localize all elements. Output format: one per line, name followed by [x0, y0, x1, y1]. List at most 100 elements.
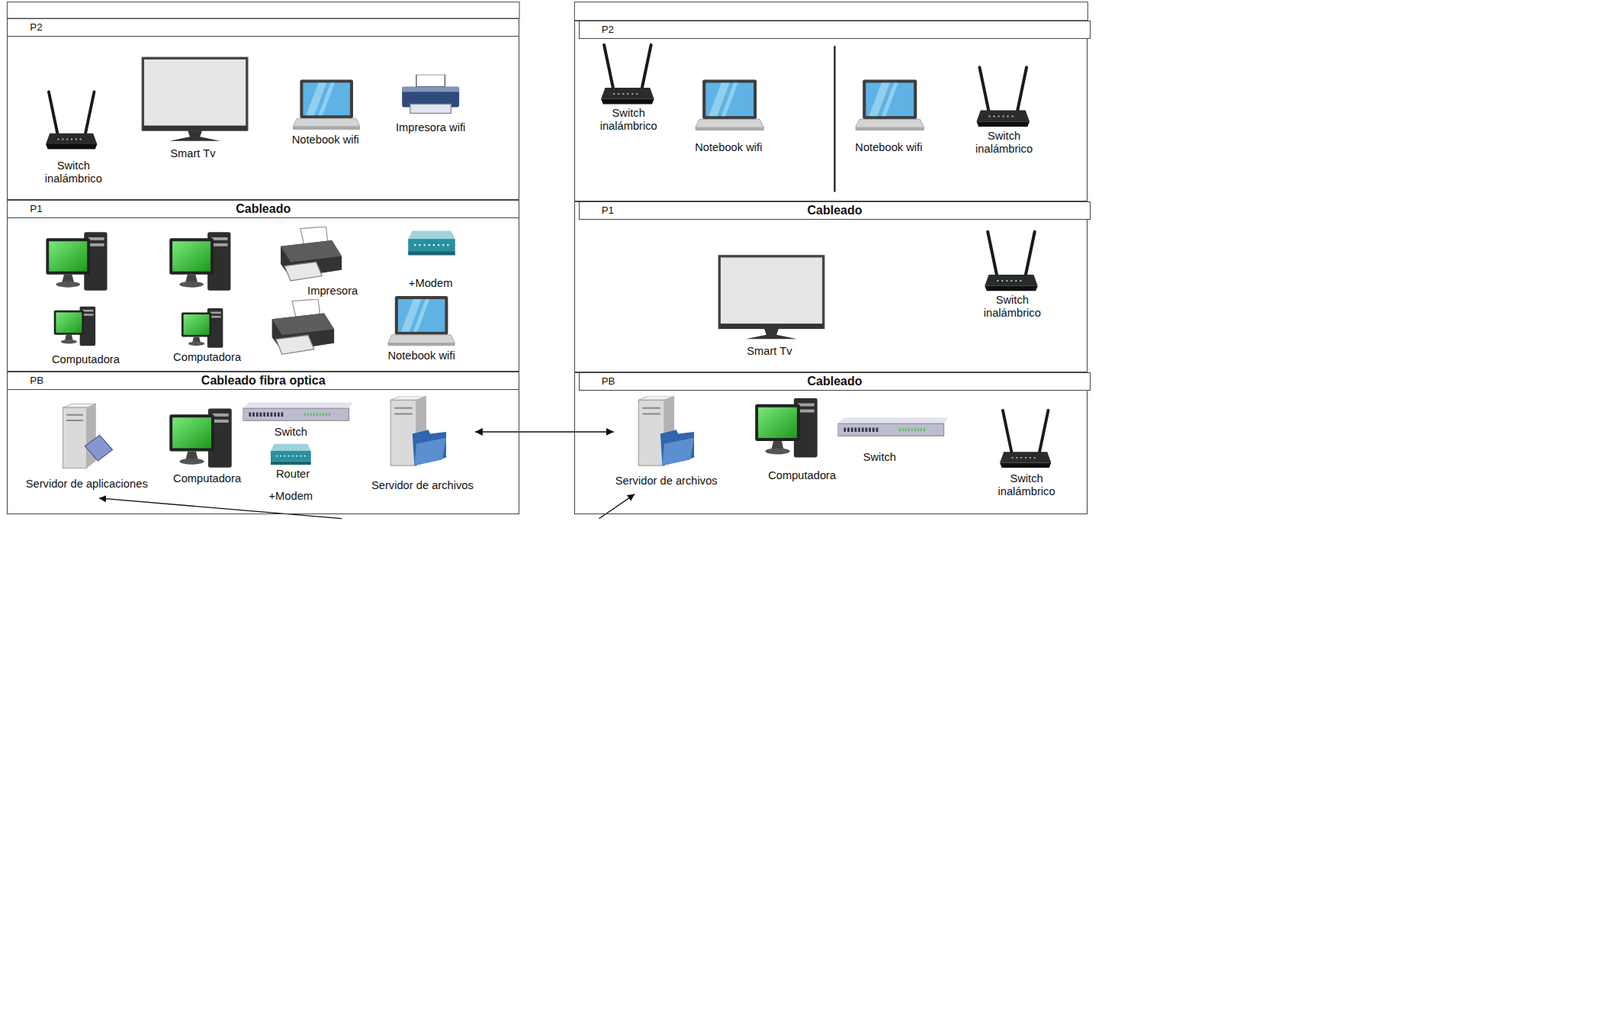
computer-icon	[45, 231, 107, 290]
device-label: Notebook wifi	[694, 141, 762, 155]
device: Switch	[240, 400, 355, 441]
floor-name: P1	[601, 202, 614, 219]
device: Notebook wifi	[693, 77, 766, 155]
device-label: Smart Tv	[746, 344, 792, 358]
laptop-icon	[855, 79, 925, 131]
computer-icon	[54, 305, 96, 346]
device: Impresora	[273, 224, 360, 299]
floor-header: P1Cableado	[6, 199, 520, 219]
switch-icon	[242, 401, 354, 421]
device-label: Router	[276, 467, 310, 481]
device: Switch inalámbrico	[967, 64, 1042, 158]
device-label: Notebook wifi	[387, 349, 455, 363]
device: Switch	[836, 414, 951, 466]
device: Smart Tv	[716, 252, 828, 360]
device: Computadora	[50, 304, 122, 368]
device: Router +Modem	[264, 440, 317, 505]
device-label: Servidor de archivos	[615, 474, 718, 488]
room-divider	[833, 45, 836, 192]
floor-header: PBCableado fibra optica	[6, 371, 520, 390]
floor-name: P2	[29, 19, 42, 36]
printer-icon	[272, 298, 335, 354]
device: +Modem	[404, 227, 460, 292]
switch-icon	[838, 417, 949, 436]
laptop-icon	[695, 79, 765, 131]
device-label: Switch	[863, 450, 897, 464]
floor-cabling: Cableado	[579, 372, 1091, 390]
device-label: Notebook wifi	[292, 133, 360, 147]
building-roof	[574, 2, 1088, 21]
connector	[475, 430, 614, 432]
floor-header: P2	[578, 20, 1092, 39]
building-roof	[6, 2, 520, 19]
device-label: +Modem	[269, 489, 314, 503]
device: Computadora	[171, 306, 243, 366]
wifi-switch-icon	[45, 91, 97, 149]
computer-icon	[169, 231, 231, 290]
device: Computadora	[167, 406, 243, 487]
floor-band: P1CableadoImpresora +ModemComputadora Comp…	[6, 199, 520, 372]
device-label: Switch inalámbrico	[38, 159, 110, 186]
device-label: Notebook wifi	[854, 141, 923, 155]
device-label: Computadora	[767, 469, 836, 482]
device-label: Computadora	[173, 350, 241, 364]
floor-band: P1CableadoSmart Tv Switch inalámbrico	[574, 201, 1088, 373]
computer-icon	[169, 408, 232, 468]
device-label: Computadora	[173, 472, 241, 486]
computer-icon	[755, 398, 818, 458]
device-label: Servidor de archivos	[371, 478, 474, 492]
laptop-icon	[387, 295, 455, 347]
device-label: Computadora	[51, 353, 120, 367]
floor-cabling: Cableado fibra optica	[7, 372, 519, 389]
device: Notebook wifi	[290, 77, 363, 148]
floor-cabling: Cableado	[7, 200, 519, 218]
server-icon	[390, 395, 447, 466]
wifi-switch-icon	[999, 410, 1051, 468]
floor-band: P2Switch inalámbrico Smart Tv Notebook wif…	[6, 18, 520, 200]
device: Smart Tv	[139, 54, 251, 162]
device: Servidor de archivos	[369, 394, 476, 493]
floor-band: P2Switch inalámbricoNotebook wifiNoteboo…	[574, 20, 1088, 202]
server-icon	[62, 403, 113, 468]
floor-name: P1	[29, 200, 42, 218]
wifi-switch-icon	[600, 44, 655, 105]
leader-arrow	[598, 494, 635, 519]
floor-header: P1Cableado	[578, 201, 1092, 220]
device: Switch inalámbrico	[974, 228, 1050, 322]
device: Switch inalámbrico	[36, 88, 112, 187]
wifi-switch-icon	[976, 67, 1030, 127]
device: Servidor de archivos	[613, 394, 720, 489]
device: Notebook wifi	[853, 77, 926, 155]
floor-name: P2	[601, 21, 614, 39]
floor-header: P2	[6, 18, 520, 37]
wifi-switch-icon	[984, 231, 1038, 292]
device: Switch inalámbrico	[989, 406, 1064, 500]
floor-header: PBCableado	[578, 372, 1092, 391]
device-label: +Modem	[408, 276, 454, 290]
floor-name: PB	[601, 372, 616, 390]
router-icon	[270, 443, 312, 466]
device-label: Smart Tv	[170, 147, 216, 161]
device-label: Switch	[274, 425, 308, 439]
server-icon	[638, 395, 694, 466]
device-label: Switch inalámbrico	[968, 129, 1041, 156]
device-label: Impresora wifi	[395, 121, 466, 135]
floor-cabling: Cableado	[579, 202, 1091, 219]
modem-icon	[408, 230, 456, 255]
printer-icon	[401, 74, 460, 114]
device: Impresora wifi	[394, 73, 467, 137]
device-label: Switch inalámbrico	[990, 472, 1063, 498]
tv-icon	[142, 57, 247, 141]
printer-icon	[280, 226, 342, 281]
computer-icon	[181, 308, 223, 348]
device-label: Servidor de aplicaciones	[25, 477, 148, 491]
device-label: Switch inalámbrico	[592, 106, 665, 133]
device-label: Impresora	[307, 284, 358, 298]
device: Switch inalámbrico	[591, 41, 666, 135]
floor-band: PBCableadoServidor de archivos Computador…	[574, 372, 1088, 515]
laptop-icon	[292, 79, 360, 130]
device-label: Switch inalámbrico	[976, 293, 1048, 320]
